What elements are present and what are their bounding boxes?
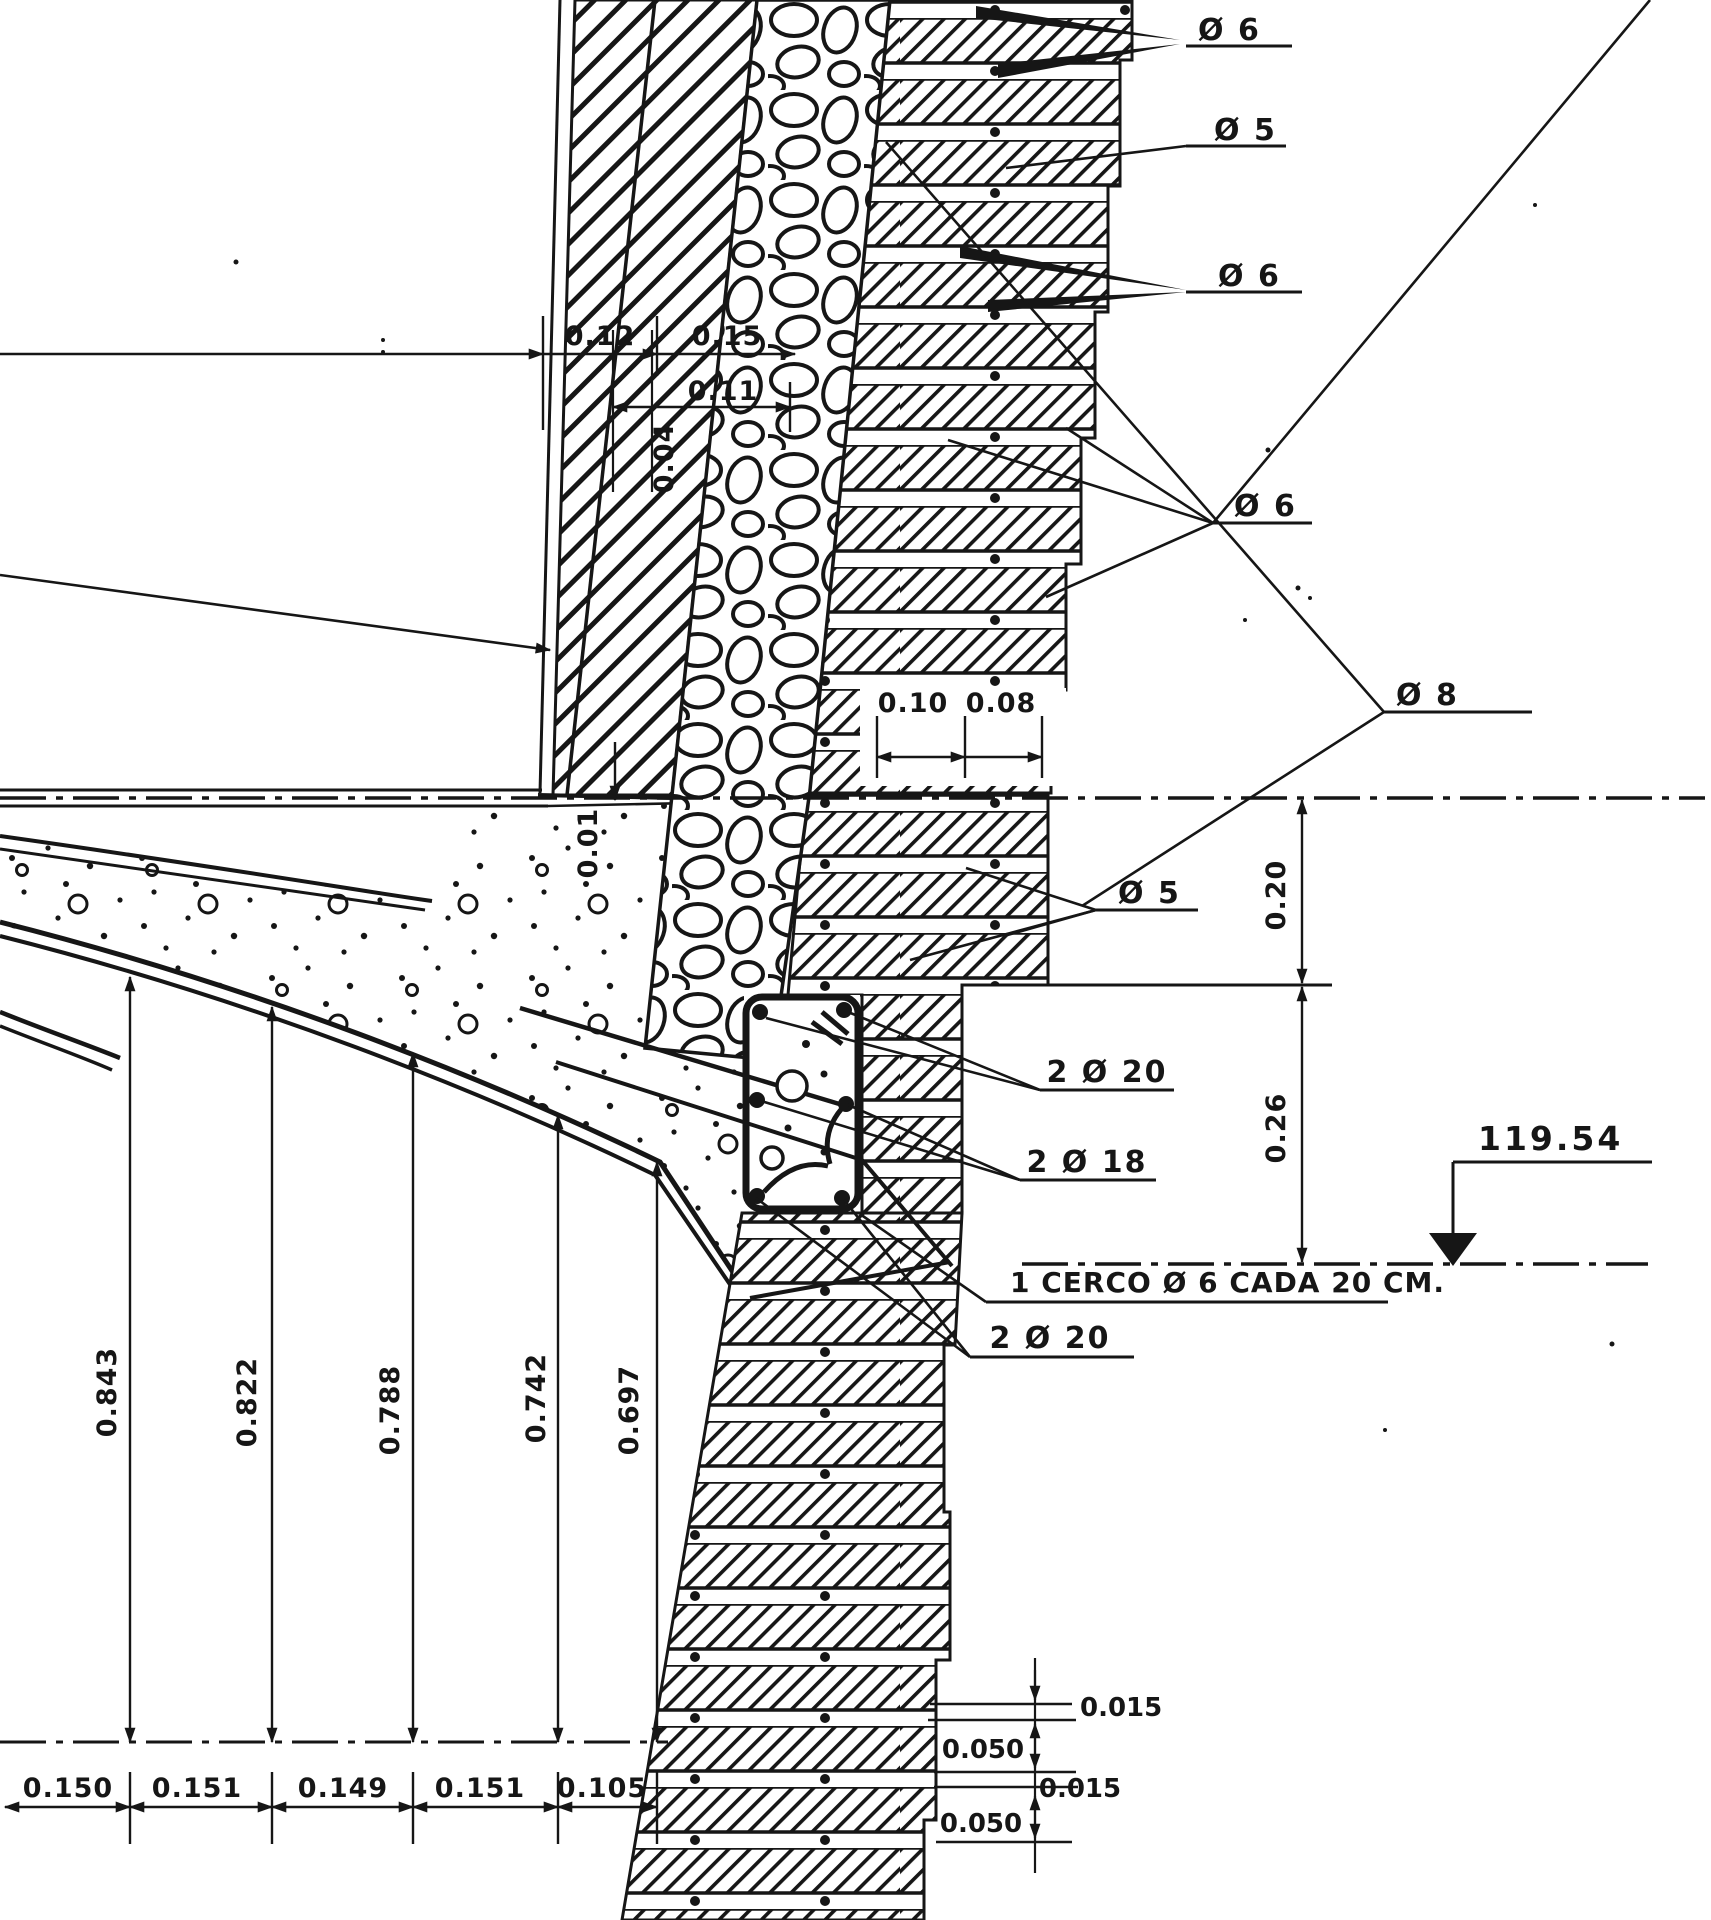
slab-soffit-edge bbox=[0, 919, 753, 1300]
dim-course-1: 0.015 bbox=[1080, 1693, 1162, 1723]
dim-clear-area bbox=[860, 688, 1066, 786]
dim-course-3: 0.015 bbox=[1039, 1774, 1121, 1804]
callout-phi6-top: Ø 6 bbox=[1198, 13, 1261, 48]
dim-spacing-4: 0.151 bbox=[435, 1773, 525, 1804]
gap-dimension: 0.01 bbox=[573, 742, 621, 879]
callout-phi5-lower: Ø 5 bbox=[1118, 876, 1181, 911]
elevation-triangle-icon bbox=[1429, 1233, 1477, 1266]
callout-stirrup-note: 1 CERCO Ø 6 CADA 20 CM. bbox=[1010, 1266, 1445, 1299]
callout-2d20-top: 2 Ø 20 bbox=[1046, 1055, 1167, 1090]
elevation-value: 119.54 bbox=[1478, 1119, 1623, 1158]
dim-course-4: 0.050 bbox=[940, 1809, 1022, 1839]
stirrup bbox=[742, 993, 862, 1213]
dim-spacing-3: 0.149 bbox=[298, 1773, 388, 1804]
leader-wedge bbox=[960, 246, 1186, 290]
wall-dimensions: 0.12 0.15 0.11 0.04 bbox=[0, 316, 797, 494]
beam-underside-line bbox=[749, 1260, 951, 1300]
dim-height-1: 0.843 bbox=[92, 1347, 123, 1437]
right-vertical-dimensions: 0.20 0.26 bbox=[1261, 798, 1308, 1264]
rebar-callouts: Ø 6 Ø 5 Ø 6 Ø 6 Ø 8 Ø 5 2 Ø 20 bbox=[755, 6, 1532, 1359]
elevation-marker: 119.54 bbox=[1429, 1119, 1652, 1266]
dim-stone-width: 0.11 bbox=[688, 376, 759, 407]
callout-phi6-mid: Ø 6 bbox=[1218, 259, 1281, 294]
dim-height-3: 0.788 bbox=[375, 1365, 406, 1455]
dim-spacing-5: 0.105 bbox=[557, 1773, 647, 1804]
dim-brick-b: 0.08 bbox=[966, 688, 1037, 719]
brick-dimensions: 0.10 0.08 bbox=[860, 688, 1066, 786]
callout-phi6-lower: Ø 6 bbox=[1234, 489, 1297, 524]
dim-brick-a: 0.10 bbox=[878, 688, 949, 719]
slab-top-edge-inner bbox=[0, 847, 426, 912]
dim-course-2: 0.050 bbox=[942, 1735, 1024, 1765]
height-dimensions: 0.843 0.822 0.788 0.742 0.697 bbox=[92, 975, 663, 1744]
leader-wedge bbox=[988, 292, 1186, 312]
lower-shell-edge bbox=[0, 1009, 121, 1061]
dim-height-5: 0.697 bbox=[614, 1365, 645, 1455]
callout-phi8: Ø 8 bbox=[1396, 678, 1459, 713]
slab-top-edge bbox=[0, 834, 433, 903]
wall-interior-face bbox=[538, 0, 562, 794]
dim-gap: 0.01 bbox=[573, 808, 604, 879]
wall-leaf-joint-line bbox=[565, 0, 657, 796]
long-leader-topright bbox=[1212, 0, 1651, 524]
leader-wedge bbox=[976, 6, 1180, 40]
callout-2d20-bottom: 2 Ø 20 bbox=[989, 1321, 1110, 1356]
spacing-dimensions: 0.150 0.151 0.149 0.151 0.105 bbox=[3, 1772, 659, 1844]
dim-wall-stone: 0.15 bbox=[692, 321, 763, 352]
dim-beam-depth: 0.26 bbox=[1261, 1093, 1292, 1164]
wall-face-leader bbox=[0, 573, 552, 654]
callout-2d18: 2 Ø 18 bbox=[1026, 1145, 1147, 1180]
dim-plaster: 0.04 bbox=[649, 423, 680, 494]
slab-soffit-edge-inner bbox=[0, 934, 744, 1304]
course-detail-dimensions: 0.015 0.050 0.015 0.050 bbox=[928, 1658, 1162, 1873]
dim-height-4: 0.742 bbox=[521, 1353, 552, 1443]
stirrup-hooks bbox=[759, 1010, 850, 1194]
callout-phi5-top: Ø 5 bbox=[1214, 113, 1277, 148]
dim-spacing-2: 0.151 bbox=[152, 1773, 242, 1804]
print-specks bbox=[233, 57, 1615, 1432]
dim-height-2: 0.822 bbox=[232, 1357, 263, 1447]
dim-level-offset: 0.20 bbox=[1261, 860, 1292, 931]
dim-wall-outer: 0.12 bbox=[565, 321, 636, 352]
beam-diagonal-2 bbox=[555, 1060, 954, 1268]
masonry-lower bbox=[620, 1211, 964, 1920]
wall-section bbox=[537, 0, 759, 800]
beam-section bbox=[519, 993, 954, 1300]
lower-shell-edge-inner bbox=[0, 1024, 113, 1072]
dim-spacing-1: 0.150 bbox=[23, 1773, 113, 1804]
